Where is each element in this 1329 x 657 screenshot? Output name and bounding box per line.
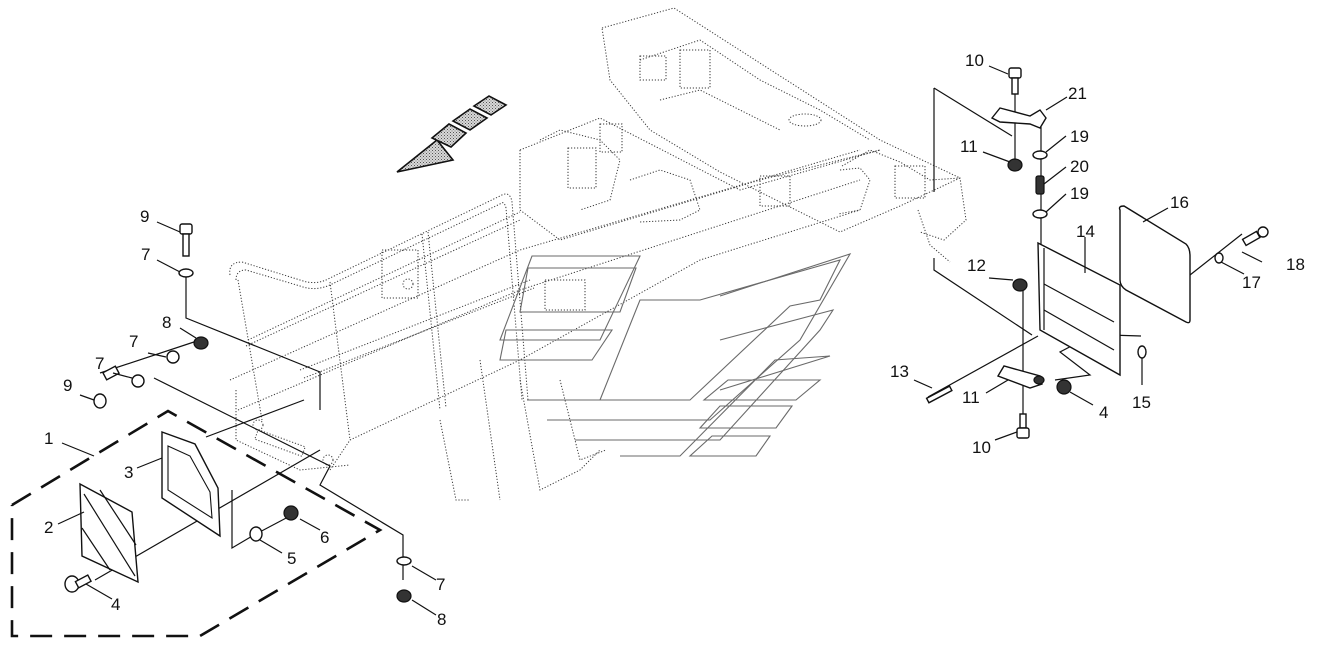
callout-4: 4 — [1099, 403, 1108, 422]
bolt-10-lower-icon — [1016, 413, 1030, 439]
callout-10: 10 — [972, 438, 991, 457]
callout-16: 16 — [1170, 193, 1189, 212]
callout-8: 8 — [162, 313, 171, 332]
right-assembly — [925, 67, 1269, 439]
callout-1: 1 — [44, 429, 53, 448]
callout-11: 11 — [960, 137, 978, 156]
callout-6: 6 — [320, 528, 329, 547]
callout-19: 19 — [1070, 184, 1089, 203]
washer-icon — [178, 268, 194, 278]
washer-icon — [396, 556, 412, 566]
washer-icon — [249, 526, 263, 542]
spring-icon — [1035, 175, 1045, 195]
kit-boundary — [10, 409, 383, 638]
callout-10: 10 — [965, 51, 984, 70]
bolt-9-top-icon — [179, 223, 193, 257]
callout-15: 15 — [1132, 393, 1151, 412]
washer-icon — [1032, 150, 1048, 160]
callout-7: 7 — [129, 332, 138, 351]
reflector-bracket-icon — [161, 431, 221, 538]
callout-labels: 1 2 3 4 5 6 7 7 7 7 8 8 9 9 10 10 11 11 … — [44, 51, 1305, 629]
callout-21: 21 — [1068, 84, 1087, 103]
callout-7: 7 — [95, 354, 104, 373]
callout-8: 8 — [437, 610, 446, 629]
callout-9: 9 — [63, 376, 72, 395]
callout-5: 5 — [287, 549, 296, 568]
callout-17: 17 — [1242, 273, 1261, 292]
nut-icon — [396, 589, 412, 603]
bracket-arm-icon — [990, 107, 1047, 129]
callout-2: 2 — [44, 518, 53, 537]
pin-icon — [925, 385, 953, 404]
callout-11: 11 — [962, 388, 980, 407]
callout-7: 7 — [141, 245, 150, 264]
callout-4: 4 — [111, 595, 120, 614]
nut-icon — [1033, 375, 1045, 385]
left-assembly — [64, 223, 412, 603]
callout-7: 7 — [436, 575, 445, 594]
front-direction-arrow-icon — [396, 95, 508, 173]
callout-19: 19 — [1070, 127, 1089, 146]
bolt-9-lower-icon — [93, 365, 121, 409]
carriage-bolt-icon — [64, 574, 93, 593]
callout-13: 13 — [890, 362, 909, 381]
nut-icon — [1012, 278, 1028, 292]
screw-icon — [1241, 226, 1269, 247]
machine-frame — [229, 7, 967, 501]
bolt-10-top-icon — [1008, 67, 1022, 95]
nut-icon — [193, 336, 209, 350]
callout-14: 14 — [1076, 222, 1095, 241]
washer-icon — [166, 350, 180, 364]
washer-icon — [1032, 209, 1048, 219]
callout-leaders — [57, 65, 1263, 616]
decal-stripes — [499, 253, 852, 457]
license-plate-icon — [1118, 205, 1191, 324]
callout-18: 18 — [1286, 255, 1305, 274]
reflector-icon — [79, 482, 139, 584]
callout-3: 3 — [124, 463, 133, 482]
washer-icon — [1214, 252, 1224, 264]
callout-9: 9 — [140, 207, 149, 226]
callout-12: 12 — [967, 256, 986, 275]
plug-icon — [1137, 345, 1147, 359]
nut-icon — [283, 505, 299, 521]
washer-icon — [131, 374, 145, 388]
nut-icon — [1056, 379, 1072, 395]
callout-20: 20 — [1070, 157, 1089, 176]
nut-icon — [1007, 158, 1023, 172]
plate-holder-icon — [1037, 241, 1121, 377]
